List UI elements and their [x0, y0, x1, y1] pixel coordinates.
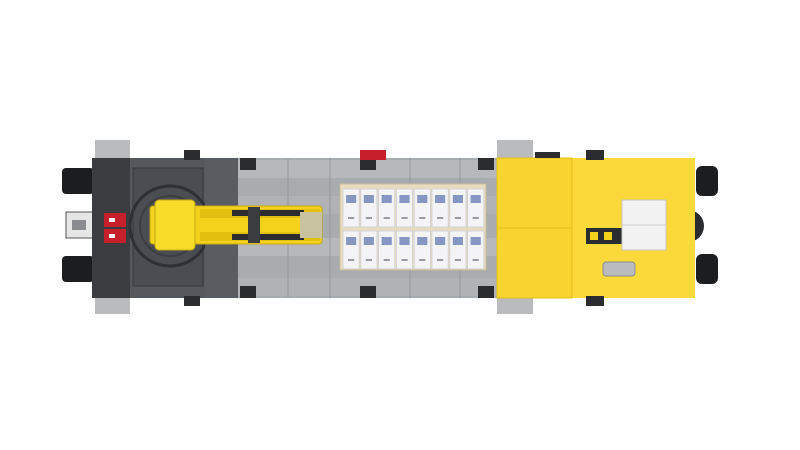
cargo-box: [360, 230, 378, 270]
right-bumper-bottom: [696, 254, 718, 284]
cargo-box: [395, 188, 413, 228]
truck-frame-front-bottom: [95, 296, 130, 314]
cargo-box-label-logo: [381, 237, 392, 245]
cargo-box-label-logo: [417, 237, 428, 245]
cargo-box-mark: [437, 259, 444, 261]
cargo-box: [467, 230, 485, 270]
cargo-box: [342, 188, 360, 228]
cargo-box: [378, 230, 396, 270]
cargo-box-label-logo: [417, 195, 428, 203]
cargo-box: [378, 188, 396, 228]
counterweight-dot: [109, 234, 115, 238]
cargo-box-mark: [437, 217, 444, 219]
cargo-box-mark: [383, 217, 390, 219]
stake: [360, 158, 376, 170]
cab-handrail-detail: [590, 232, 598, 240]
left-coupler-inner: [72, 220, 86, 230]
boom-hydraulic-bottom: [232, 234, 304, 240]
red-marker: [360, 150, 386, 160]
cargo-box-mark: [472, 259, 479, 261]
cargo-box-mark: [401, 217, 408, 219]
left-end-gear: [62, 168, 97, 282]
stake: [240, 158, 256, 170]
cargo-box: [431, 188, 449, 228]
boom-cab: [154, 199, 196, 251]
left-bumper-bottom: [62, 256, 94, 282]
cargo-box-mark: [348, 217, 355, 219]
cargo-box-mark: [365, 259, 372, 261]
left-bumper-top: [62, 168, 94, 194]
cargo-box-label-logo: [452, 237, 463, 245]
cargo-box-label-logo: [470, 195, 481, 203]
cargo-box-label-logo: [346, 237, 357, 245]
cargo-box-label-logo: [381, 195, 392, 203]
stake: [184, 296, 200, 306]
cargo-box-label-logo: [470, 237, 481, 245]
cargo-box-mark: [401, 259, 408, 261]
box-grid: [342, 188, 485, 270]
stake: [360, 286, 376, 298]
stake: [240, 286, 256, 298]
cargo-box-mark: [383, 259, 390, 261]
cargo-box-label-logo: [399, 237, 410, 245]
truck-frames: [95, 140, 533, 314]
cab-edge-top: [535, 152, 560, 158]
cargo-box-mark: [472, 217, 479, 219]
deck-stakes: [184, 150, 494, 306]
cargo-box: [449, 188, 467, 228]
cargo-box-label-logo: [363, 237, 374, 245]
boom-joint: [248, 207, 260, 243]
cab-handrail-detail: [604, 232, 612, 240]
cargo-box-mark: [454, 259, 461, 261]
cab-horn: [602, 261, 636, 277]
cargo-box: [413, 230, 431, 270]
cargo-box: [395, 230, 413, 270]
cargo-box: [413, 188, 431, 228]
cab-step-bottom: [586, 296, 604, 306]
cargo-pallet: [339, 183, 487, 271]
cargo-box-mark: [419, 259, 426, 261]
cargo-box-label-logo: [435, 195, 446, 203]
crane-boom: [149, 199, 323, 251]
truck-frame-rear-bottom: [497, 296, 533, 314]
cargo-box: [342, 230, 360, 270]
cargo-box-mark: [419, 217, 426, 219]
cargo-box-label-logo: [363, 195, 374, 203]
stake: [478, 286, 494, 298]
boom-hydraulic-top: [232, 210, 304, 216]
cab-section: [496, 150, 695, 306]
stake: [184, 150, 200, 160]
truck-frame-front-top: [95, 140, 130, 158]
cargo-box-label-logo: [452, 195, 463, 203]
cargo-box-mark: [365, 217, 372, 219]
counterweight-dot: [109, 218, 115, 222]
cargo-box-label-logo: [435, 237, 446, 245]
stake: [478, 158, 494, 170]
boom-tip: [300, 212, 322, 238]
right-bumper-top: [696, 166, 718, 196]
cargo-box: [449, 230, 467, 270]
cargo-box-mark: [348, 259, 355, 261]
cargo-box: [467, 188, 485, 228]
cargo-box-mark: [454, 217, 461, 219]
cargo-box-label-logo: [346, 195, 357, 203]
cargo-box: [431, 230, 449, 270]
crane-counterweight: [104, 213, 126, 243]
cargo-box-label-logo: [399, 195, 410, 203]
truck-frame-rear-top: [497, 140, 533, 158]
cargo-box: [360, 188, 378, 228]
cab-step-top: [586, 150, 604, 160]
